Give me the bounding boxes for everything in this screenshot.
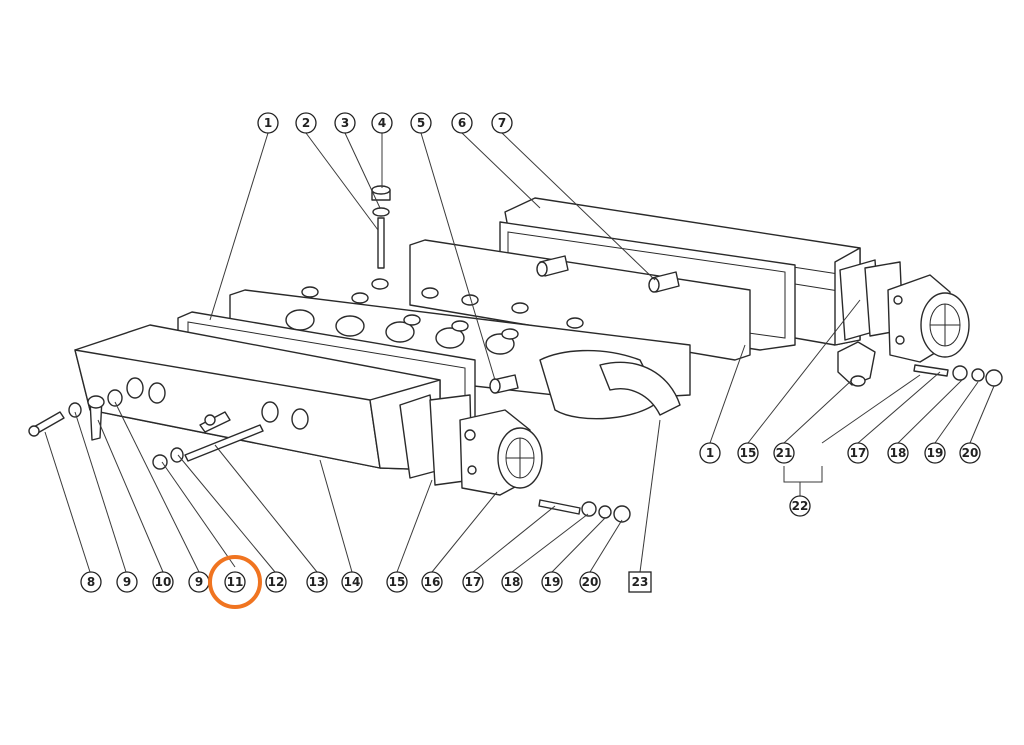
callout-19-right[interactable]: 19 <box>924 442 946 464</box>
callout-8[interactable]: 8 <box>80 571 102 593</box>
callout-19[interactable]: 19 <box>541 571 563 593</box>
callout-3[interactable]: 3 <box>334 112 356 134</box>
callout-17-right[interactable]: 17 <box>847 442 869 464</box>
svg-text:22: 22 <box>792 499 809 513</box>
svg-text:9: 9 <box>123 575 131 589</box>
svg-text:10: 10 <box>155 575 172 589</box>
svg-text:18: 18 <box>890 446 907 460</box>
callout-9-second[interactable]: 9 <box>188 571 210 593</box>
callouts-bottom: 8 9 10 9 11 12 13 14 15 16 17 18 19 20 2… <box>80 555 652 609</box>
svg-text:17: 17 <box>850 446 867 460</box>
callout-1-right[interactable]: 1 <box>699 442 721 464</box>
right-throttle-body <box>887 274 970 363</box>
svg-text:21: 21 <box>776 446 793 460</box>
svg-text:1: 1 <box>706 446 714 460</box>
throttle-sensor <box>837 341 876 387</box>
callout-14[interactable]: 14 <box>341 571 363 593</box>
svg-text:1: 1 <box>264 116 272 130</box>
svg-text:18: 18 <box>504 575 521 589</box>
callout-18[interactable]: 18 <box>501 571 523 593</box>
svg-text:20: 20 <box>582 575 599 589</box>
svg-text:16: 16 <box>424 575 441 589</box>
callout-16[interactable]: 16 <box>421 571 443 593</box>
svg-text:5: 5 <box>417 116 425 130</box>
callout-1[interactable]: 1 <box>257 112 279 134</box>
callout-15[interactable]: 15 <box>386 571 408 593</box>
svg-text:17: 17 <box>465 575 482 589</box>
callout-2[interactable]: 2 <box>295 112 317 134</box>
callout-4[interactable]: 4 <box>371 112 393 134</box>
callout-23[interactable]: 23 <box>628 571 652 593</box>
callout-22[interactable]: 22 <box>789 495 811 517</box>
callout-10[interactable]: 10 <box>152 571 174 593</box>
svg-text:13: 13 <box>309 575 326 589</box>
fasteners <box>28 185 1003 523</box>
callout-6[interactable]: 6 <box>451 112 473 134</box>
callout-17[interactable]: 17 <box>462 571 484 593</box>
svg-text:19: 19 <box>544 575 561 589</box>
svg-text:9: 9 <box>195 575 203 589</box>
highlight-ring <box>208 555 262 609</box>
callout-9[interactable]: 9 <box>116 571 138 593</box>
svg-text:15: 15 <box>389 575 406 589</box>
intake-manifold-assembly <box>28 185 1003 523</box>
callout-20-right[interactable]: 20 <box>959 442 981 464</box>
callout-11[interactable]: 11 <box>208 555 262 609</box>
svg-text:6: 6 <box>458 116 466 130</box>
callout-20[interactable]: 20 <box>579 571 601 593</box>
svg-text:4: 4 <box>378 116 386 130</box>
callout-7[interactable]: 7 <box>491 112 513 134</box>
svg-text:19: 19 <box>927 446 944 460</box>
left-throttle-body <box>459 409 543 496</box>
svg-text:23: 23 <box>632 575 649 589</box>
svg-text:3: 3 <box>341 116 349 130</box>
callout-13[interactable]: 13 <box>306 571 328 593</box>
svg-text:2: 2 <box>302 116 310 130</box>
callout-15-right[interactable]: 15 <box>737 442 759 464</box>
callout-18-right[interactable]: 18 <box>887 442 909 464</box>
callout-5[interactable]: 5 <box>410 112 432 134</box>
svg-text:11: 11 <box>227 575 244 589</box>
svg-text:8: 8 <box>87 575 95 589</box>
leader-lines <box>44 132 995 573</box>
svg-text:14: 14 <box>344 575 361 589</box>
svg-text:7: 7 <box>498 116 506 130</box>
callout-12[interactable]: 12 <box>265 571 287 593</box>
manifold-runners <box>229 239 751 420</box>
callouts-right: 1 15 21 17 18 19 20 22 <box>699 442 981 517</box>
svg-text:12: 12 <box>268 575 285 589</box>
svg-text:20: 20 <box>962 446 979 460</box>
callouts-top: 1 2 3 4 5 6 7 <box>257 112 513 134</box>
svg-text:15: 15 <box>740 446 757 460</box>
callout-21[interactable]: 21 <box>773 442 795 464</box>
